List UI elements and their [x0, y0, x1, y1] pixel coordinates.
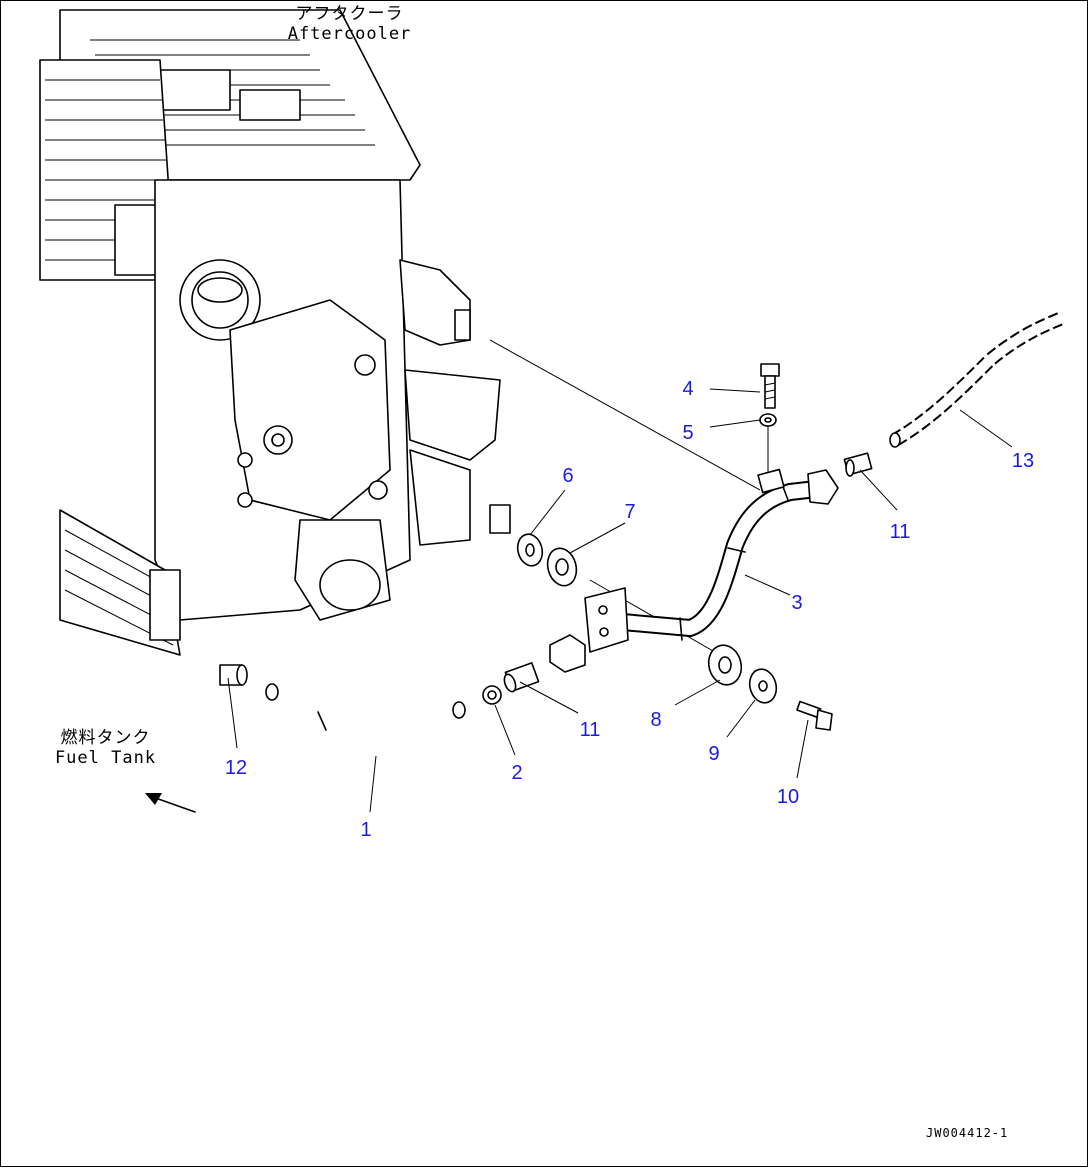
engine-assembly: [39, 9, 761, 656]
washer-8: [707, 644, 743, 686]
callout-8[interactable]: 8: [650, 709, 662, 731]
aftercooler-label: アフタクーラ Aftercooler: [282, 4, 417, 44]
elbow-12: [219, 664, 248, 686]
bolt-4: [760, 363, 780, 409]
washer-9: [748, 668, 778, 704]
clamp-2: [482, 685, 502, 705]
washer-7: [546, 547, 578, 587]
callout-1[interactable]: 1: [360, 819, 372, 841]
aftercooler-label-jp: アフタクーラ: [295, 4, 404, 24]
washer-5: [759, 413, 777, 472]
fuel-tank-label-jp: 燃料タンク: [60, 728, 151, 748]
direction-arrow: [145, 793, 196, 813]
connector-11-upper: [843, 452, 873, 477]
callout-3[interactable]: 3: [791, 592, 803, 614]
callout-11-lower[interactable]: 11: [579, 719, 601, 741]
tube-3: [549, 468, 839, 673]
callout-9[interactable]: 9: [708, 743, 720, 765]
washer-6: [516, 533, 544, 567]
callout-11-upper[interactable]: 11: [889, 521, 911, 543]
callout-6[interactable]: 6: [562, 465, 574, 487]
callout-5[interactable]: 5: [682, 422, 694, 444]
callout-2[interactable]: 2: [511, 762, 523, 784]
fuel-tank-label: 燃料タンク Fuel Tank: [48, 728, 163, 768]
bolt-10: [796, 700, 833, 731]
callout-10[interactable]: 10: [776, 786, 800, 808]
callout-4[interactable]: 4: [682, 378, 694, 400]
callout-13[interactable]: 13: [1011, 450, 1035, 472]
aftercooler-label-en: Aftercooler: [287, 24, 412, 44]
callout-7[interactable]: 7: [624, 501, 636, 523]
callout-12[interactable]: 12: [224, 757, 248, 779]
leader-lines: [227, 388, 1013, 813]
fuel-tank-label-en: Fuel Tank: [54, 748, 157, 768]
drawing-id: JW004412-1: [926, 1126, 1009, 1140]
hose-13: [889, 311, 1065, 448]
connector-11-lower: [503, 662, 540, 693]
hose-1: [265, 683, 466, 754]
